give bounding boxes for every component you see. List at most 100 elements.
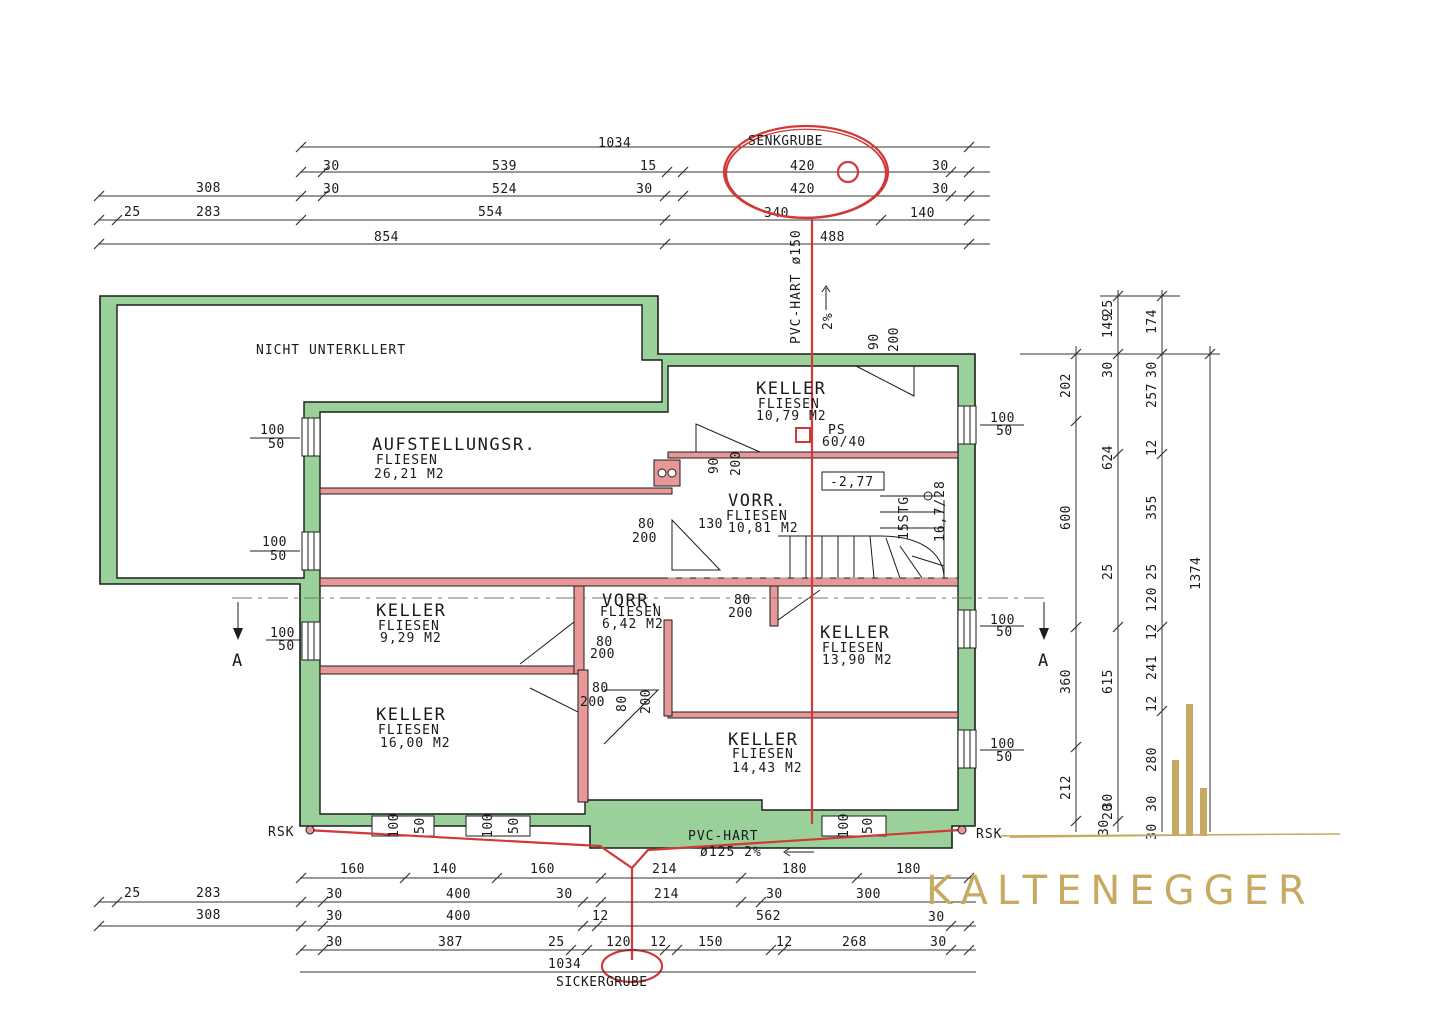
room-aufstellungsraum-name: AUFSTELLUNGSR. [372, 435, 536, 455]
room-keller-top-area: 10,79 M2 [756, 409, 827, 424]
dim-top-r2-c: 15 [640, 159, 657, 174]
section-marker-right: A [1038, 651, 1050, 671]
dim-top-r2-a: 30 [323, 159, 340, 174]
dim-bottom-r3-f: 30 [928, 910, 945, 925]
door-1-width: 90 [867, 333, 882, 350]
room-keller-right-mid-name: KELLER [820, 623, 890, 643]
dim-bottom-r3-c: 400 [446, 909, 471, 924]
dim-right-c4-a: 25 [1101, 299, 1116, 316]
sickergrube-label: SICKERGRUBE [556, 975, 648, 990]
dim-right-c1-d: 212 [1059, 775, 1074, 800]
door-2-height: 200 [729, 451, 744, 476]
room-aufstellungsraum-floor: FLIESEN [376, 453, 438, 468]
dim-bottom-r2-e: 30 [556, 887, 573, 902]
room-keller-right-bottom-floor: FLIESEN [732, 747, 794, 762]
dim-right-c4-b: 174 [1145, 309, 1160, 334]
dim-top-r4-c: 554 [478, 205, 503, 220]
right-dimensions: 202 600 360 212 30 624 615 30 149 30 12 … [1020, 290, 1220, 840]
brand-name: KALTENEGGER [926, 868, 1315, 914]
dim-right-c4-d: 257 [1145, 383, 1160, 408]
dim-bottom-r1-f: 180 [896, 862, 921, 877]
window-5-width: 100 [990, 613, 1015, 628]
dim-bottom-r3-a: 308 [196, 908, 221, 923]
dim-right-c2-c: 30 [1101, 793, 1116, 810]
brand-logo-mark [999, 704, 1341, 838]
dim-right-c1-c: 360 [1059, 669, 1074, 694]
dim-bottom-r2-a: 25 [124, 886, 141, 901]
door-4-height: 200 [728, 606, 753, 621]
staircase: 15STG 16,7/28 [778, 480, 948, 579]
dim-right-c3-c: 12 [1145, 439, 1160, 456]
door-7-height: 200 [639, 689, 654, 714]
dim-right-c1-b: 600 [1059, 505, 1074, 530]
dim-right-c4-e: 355 [1145, 495, 1160, 520]
dim-bottom-r1-e: 180 [782, 862, 807, 877]
room-aufstellungsraum-area: 26,21 M2 [374, 467, 445, 482]
label-nicht-unterkellert: NICHT UNTERKLLERT [256, 343, 406, 358]
dim-right-c2-b: 615 [1101, 669, 1116, 694]
dim-right-c4-h: 30 [1145, 823, 1160, 840]
dim-bottom-r1-d: 214 [652, 862, 677, 877]
dim-top-r3-d: 30 [636, 182, 653, 197]
dim-bottom-r4-h: 268 [842, 935, 867, 950]
dim-bottom-r4-b: 387 [438, 935, 463, 950]
label-rsk-left: RSK [268, 825, 294, 840]
room-keller-left-bottom-area: 16,00 M2 [380, 736, 451, 751]
room-keller-top-name: KELLER [756, 379, 826, 399]
window-3-height: 50 [278, 639, 295, 654]
top-dimensions: 1034 30 539 15 420 30 308 30 524 30 420 … [93, 136, 990, 250]
section-markers: A A [232, 602, 1050, 671]
dim-right-c3-j: 20 [1101, 803, 1116, 820]
dim-right-c2-a: 624 [1101, 445, 1116, 470]
basement-window-3-height: 50 [861, 817, 876, 834]
door-6-height: 200 [580, 695, 605, 710]
dim-right-c4-c: 30 [1145, 361, 1160, 378]
room-vorraum-mid-floor: FLIESEN [600, 605, 662, 620]
room-keller-right-mid-area: 13,90 M2 [822, 653, 893, 668]
dim-right-c1-a: 202 [1059, 373, 1074, 398]
dim-bottom-r1-a: 160 [340, 862, 365, 877]
dim-bottom-r3-d: 12 [592, 909, 609, 924]
dim-bottom-r3-e: 562 [756, 909, 781, 924]
dim-right-c3-e: 120 [1145, 587, 1160, 612]
dim-bottom-r2-c: 30 [326, 887, 343, 902]
stairs-size: 16,7/28 [933, 480, 948, 542]
dim-top-r2-e: 30 [932, 159, 949, 174]
window-6-width: 100 [990, 737, 1015, 752]
room-keller-right-bottom-area: 14,43 M2 [732, 761, 803, 776]
dim-bottom-r4-a: 30 [326, 935, 343, 950]
dim-bottom-r2-b: 283 [196, 886, 221, 901]
room-keller-right-mid-floor: FLIESEN [822, 641, 884, 656]
dim-bottom-r3-b: 30 [326, 909, 343, 924]
dim-right-c3-k: 30 [1145, 795, 1160, 812]
dim-bottom-r4-e: 12 [650, 935, 667, 950]
room-keller-left-mid-floor: FLIESEN [378, 619, 440, 634]
dim-bottom-total: 1034 [548, 957, 581, 972]
section-marker-left: A [232, 651, 244, 671]
window-1-width: 100 [260, 423, 285, 438]
dim-bottom-r4-f: 150 [698, 935, 723, 950]
dim-bottom-r4-d: 120 [606, 935, 631, 950]
dim-right-c3-b: 30 [1101, 361, 1116, 378]
door-5-height: 200 [590, 647, 615, 662]
dim-right-c3-h: 12 [1145, 695, 1160, 712]
room-vorraum-top-name: VORR. [728, 491, 787, 511]
label-pvc-top: PVC-HART ø150 [789, 229, 804, 344]
window-1-height: 50 [268, 437, 285, 452]
room-keller-left-bottom-floor: FLIESEN [378, 723, 440, 738]
dim-right-c4-g: 1374 [1189, 557, 1204, 590]
dim-bottom-r2-f: 214 [654, 887, 679, 902]
label-pvc-bottom: PVC-HART [688, 829, 759, 844]
dim-bottom-r4-i: 30 [930, 935, 947, 950]
dim-top-r2-b: 539 [492, 159, 517, 174]
window-6-height: 50 [996, 750, 1013, 765]
basement-window-2-height: 50 [507, 817, 522, 834]
door-6-width: 80 [592, 681, 609, 696]
window-2-width: 100 [262, 535, 287, 550]
label-130: 130 [698, 517, 723, 532]
window-5-height: 50 [996, 625, 1013, 640]
windows [301, 405, 977, 837]
pipe-labels: PVC-HART ø150 2% PVC-HART ø125 2% RSK RS… [268, 229, 1001, 860]
senkgrube-label: SENKGRUBE [748, 134, 823, 149]
doors [519, 365, 915, 745]
